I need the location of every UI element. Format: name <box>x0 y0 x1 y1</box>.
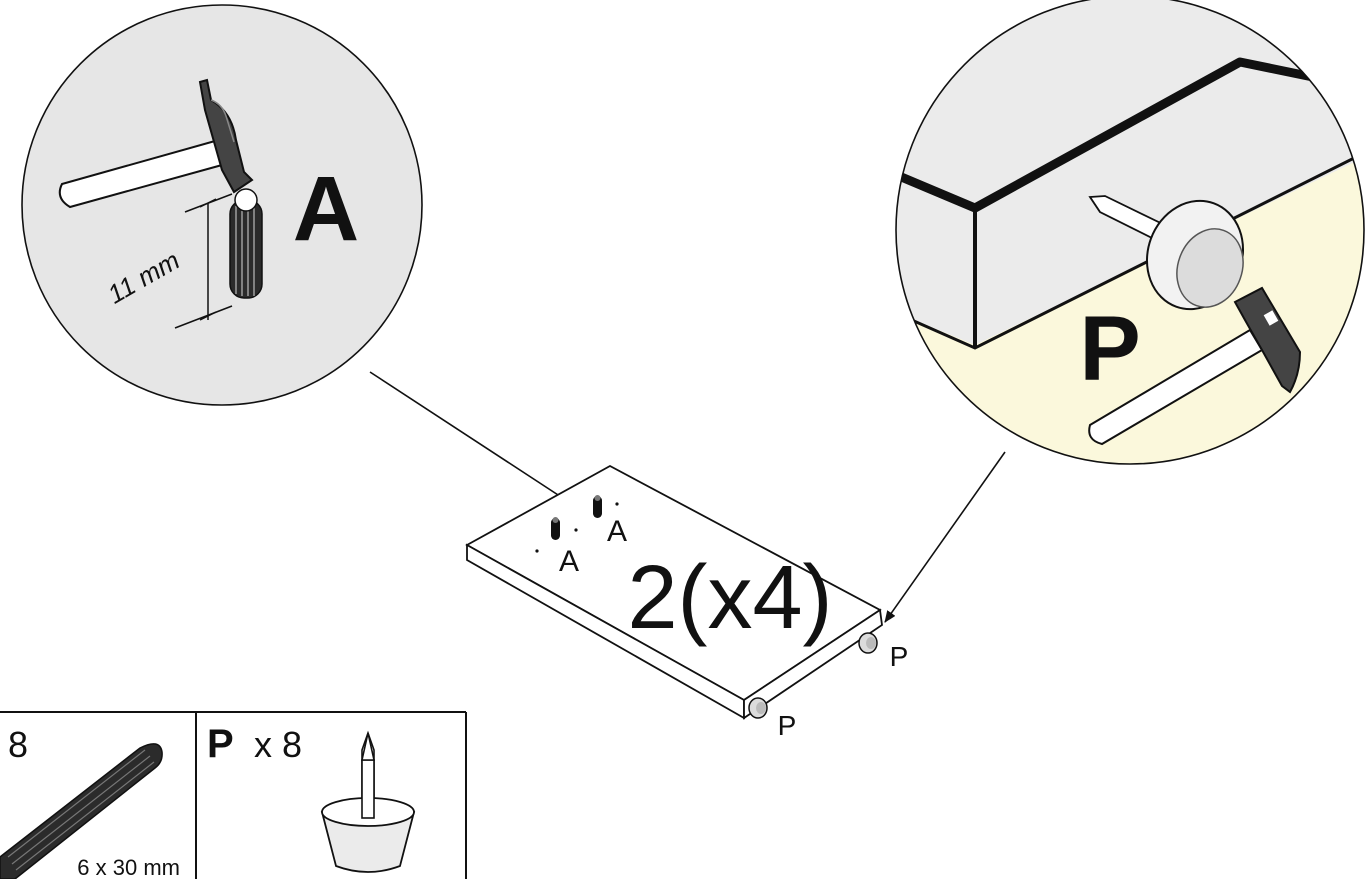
leader-arrow-p <box>884 451 1006 623</box>
parts-cell-pad: P x 8 <box>207 722 416 873</box>
board-top-face <box>896 0 1364 205</box>
dowel-size: 6 x 30 mm <box>77 855 180 879</box>
felt-pad-nail-icon <box>320 730 416 873</box>
parts-table: x 8 6 x 30 mm P x 8 <box>0 711 467 879</box>
part-a-label: A <box>293 158 359 260</box>
dowel-icon <box>535 495 619 553</box>
felt-pad-nail-icon <box>748 632 878 719</box>
board-dowel-label: A <box>607 515 627 548</box>
board-dowel-label: A <box>559 545 579 578</box>
hammer-icon <box>1088 286 1302 446</box>
pad-letter: P <box>207 722 234 766</box>
board-pad-label: P <box>778 710 797 741</box>
quantity-label: 2(x4) <box>627 548 832 648</box>
board-pad-label: P <box>890 641 909 672</box>
shelf-board: A A P P 2(x4) <box>465 464 909 741</box>
hammer-icon <box>58 78 254 209</box>
felt-pad-nail-icon <box>1088 195 1245 311</box>
dowel-icon <box>229 188 263 299</box>
leader-arrow-a <box>369 371 579 509</box>
dimension-11mm <box>174 193 233 329</box>
detail-circle-a: 11 mm A <box>21 4 423 406</box>
pad-count: x 8 <box>254 724 302 765</box>
detail-a-background <box>21 4 423 406</box>
dowel-count: x 8 <box>0 724 28 765</box>
parts-cell-dowel: x 8 6 x 30 mm <box>0 724 180 879</box>
dowel-icon <box>0 743 163 879</box>
part-p-label: P <box>1079 298 1140 400</box>
detail-circle-p: P <box>895 0 1365 465</box>
